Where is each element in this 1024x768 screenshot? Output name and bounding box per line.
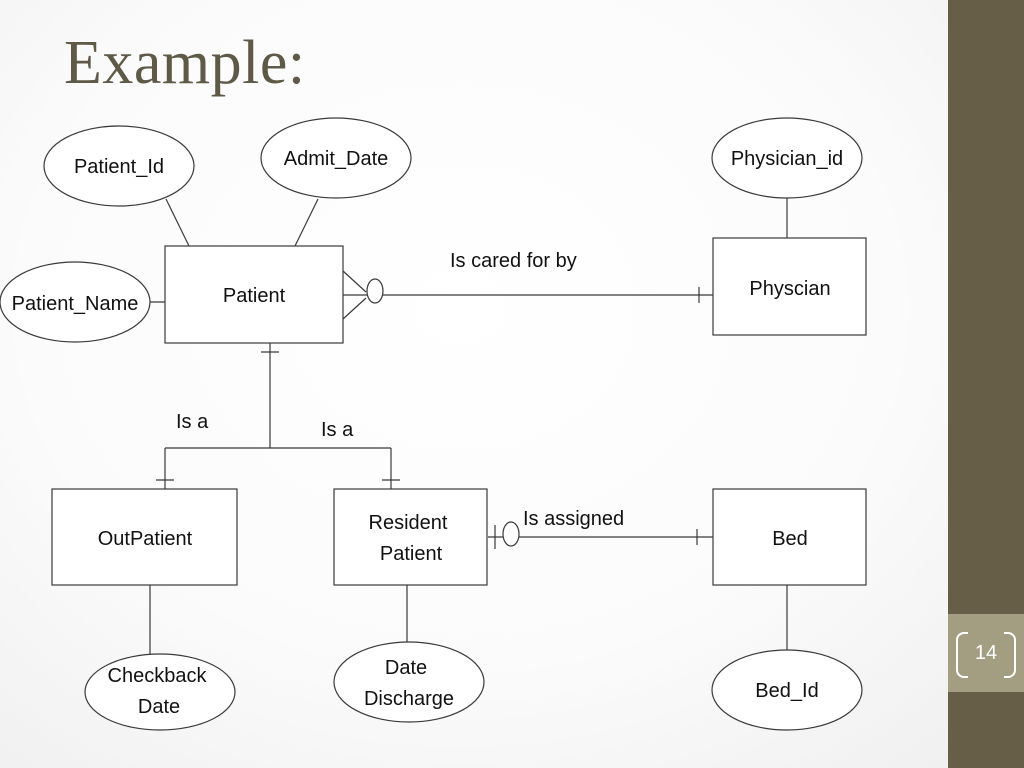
page-number: 14	[974, 642, 998, 664]
physician-label: Physcian	[749, 278, 830, 300]
patient-label: Patient	[223, 285, 286, 307]
zero-circle-resident	[502, 521, 520, 547]
admit-date-line	[294, 198, 319, 247]
resident-label-line2: Patient	[380, 543, 443, 565]
checkback-label-line1: Checkback	[108, 665, 208, 687]
right-brace-icon	[1004, 632, 1016, 678]
bed-entity	[712, 488, 867, 586]
outpatient-entity	[51, 488, 238, 586]
patient-id-label: Patient_Id	[74, 156, 164, 178]
is-a-right-label: Is a	[321, 419, 354, 441]
physician-id-label: Physician_id	[731, 148, 843, 170]
patient-name-label: Patient_Name	[12, 293, 139, 315]
patient-id-attribute	[43, 125, 195, 207]
patient-name-attribute	[0, 261, 151, 343]
checkback-date-attribute	[84, 653, 236, 731]
admit-date-label: Admit_Date	[284, 148, 389, 170]
discharge-label-line2: Discharge	[364, 688, 454, 710]
outpatient-label: OutPatient	[98, 528, 193, 550]
page-number-box: 14	[948, 614, 1024, 692]
resident-label-line1: Resident	[369, 512, 448, 534]
discharge-label-line1: Date	[385, 657, 427, 679]
assigned-label: Is assigned	[523, 508, 624, 530]
is-a-left-label: Is a	[176, 411, 209, 433]
slide-title: Example:	[64, 29, 306, 97]
resident-patient-entity	[333, 488, 488, 586]
bed-id-attribute	[711, 649, 863, 731]
crow-foot-top	[342, 270, 367, 293]
physician-id-attribute	[711, 117, 863, 199]
zero-circle	[366, 278, 384, 304]
slide-area: Example:	[0, 29, 867, 731]
left-brace-icon	[956, 632, 968, 678]
physician-entity	[712, 237, 867, 336]
cared-for-label: Is cared for by	[450, 250, 577, 272]
checkback-label-line2: Date	[138, 696, 180, 718]
patient-entity	[164, 245, 344, 344]
crow-foot-bottom	[342, 297, 367, 320]
bed-label: Bed	[772, 528, 808, 550]
er-diagram: Patient Physcian OutPatient Resident Pat…	[0, 117, 867, 731]
admit-date-attribute	[260, 117, 412, 199]
bed-id-label: Bed_Id	[755, 680, 818, 702]
date-discharge-attribute	[333, 641, 485, 723]
patient-id-line	[165, 198, 190, 247]
